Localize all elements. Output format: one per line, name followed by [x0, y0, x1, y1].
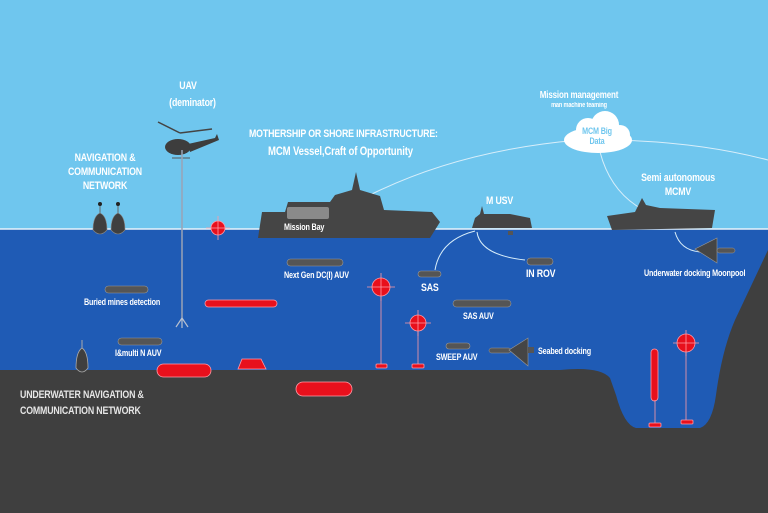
cloud-icon	[564, 111, 632, 153]
multi-auv-label: I&multi N AUV	[115, 348, 162, 358]
auv-multi	[117, 337, 163, 346]
sas-label: SAS	[421, 282, 439, 294]
seabed-docking-label: Seabed docking	[538, 346, 591, 356]
moonpool-label: Underwater docking Moonpool	[644, 268, 746, 278]
cloud-label-1: MCM Big	[582, 126, 612, 136]
moonpool-docking-station	[694, 237, 736, 264]
mothership-label-2: MCM Vessel,Craft of Opportunity	[268, 144, 413, 158]
buoy-icon	[92, 202, 108, 235]
nav-network-label-2: COMMUNICATION	[67, 166, 143, 178]
auv-buried-mines	[104, 285, 149, 294]
tether-sas	[434, 230, 476, 271]
mission-bay-label: Mission Bay	[284, 222, 325, 232]
uav-sublabel: (deminator)	[169, 97, 216, 109]
musv-vessel	[472, 206, 532, 235]
underwater-buoy-icon	[75, 340, 89, 373]
mission-bay-module	[287, 207, 329, 219]
buried-mine	[295, 381, 353, 397]
trench-moored-mine	[673, 330, 699, 425]
semi-autonomous-label-2: MCMV	[664, 186, 692, 198]
moored-mine	[367, 273, 395, 369]
tether-moonpool	[674, 231, 701, 253]
underwater-nav-label-2: COMMUNICATION NETWORK	[20, 405, 141, 417]
buried-mines-label: Buried mines detection	[84, 297, 161, 307]
trench-torpedo-mine	[648, 348, 662, 428]
cloud-label-2: Data	[589, 136, 605, 146]
grapple-icon	[175, 317, 189, 328]
in-rov-vehicle	[526, 257, 554, 266]
sweep-auv-vehicle	[445, 342, 471, 350]
semi-autonomous-label-1: Semi autonomous	[641, 172, 715, 184]
sas-auv-vehicle	[452, 299, 512, 308]
seabed-docking-station	[488, 337, 534, 367]
floating-mine	[206, 216, 230, 240]
sky	[0, 0, 768, 230]
nav-network-label-1: NAVIGATION &	[74, 152, 136, 164]
mission-management-label: Mission management	[539, 90, 619, 101]
bottom-mine	[156, 363, 212, 378]
in-rov-label: IN ROV	[526, 268, 556, 280]
musv-label: M USV	[486, 195, 514, 207]
next-gen-auv-label: Next Gen DC(I) AUV	[284, 270, 349, 280]
sweep-auv-label: SWEEP AUV	[436, 352, 478, 362]
buoy-icon	[110, 202, 126, 235]
link-arc-mcmv	[599, 151, 641, 209]
mission-management-sublabel: man machine teaming	[551, 102, 607, 109]
bottom-mine-trapezoid	[237, 358, 267, 370]
mcmv-vessel	[607, 198, 715, 230]
link-arc-right	[614, 139, 768, 161]
seabed	[0, 250, 768, 513]
helicopter-icon	[157, 121, 219, 159]
sas-vehicle	[417, 270, 442, 278]
tether-in-rov	[476, 231, 526, 261]
link-arc-mothership	[369, 139, 581, 196]
uav-label: UAV	[179, 80, 197, 92]
underwater-nav-label-1: UNDERWATER NAVIGATION &	[20, 389, 144, 401]
sas-auv-label: SAS AUV	[463, 311, 494, 321]
moored-mine	[405, 310, 431, 369]
torpedo-mine	[204, 299, 278, 308]
auv-next-gen	[286, 258, 344, 267]
mothership-label-1: MOTHERSHIP OR SHORE INFRASTRUCTURE:	[249, 128, 438, 140]
nav-network-label-3: NETWORK	[82, 180, 128, 192]
mothership-vessel	[258, 172, 440, 238]
